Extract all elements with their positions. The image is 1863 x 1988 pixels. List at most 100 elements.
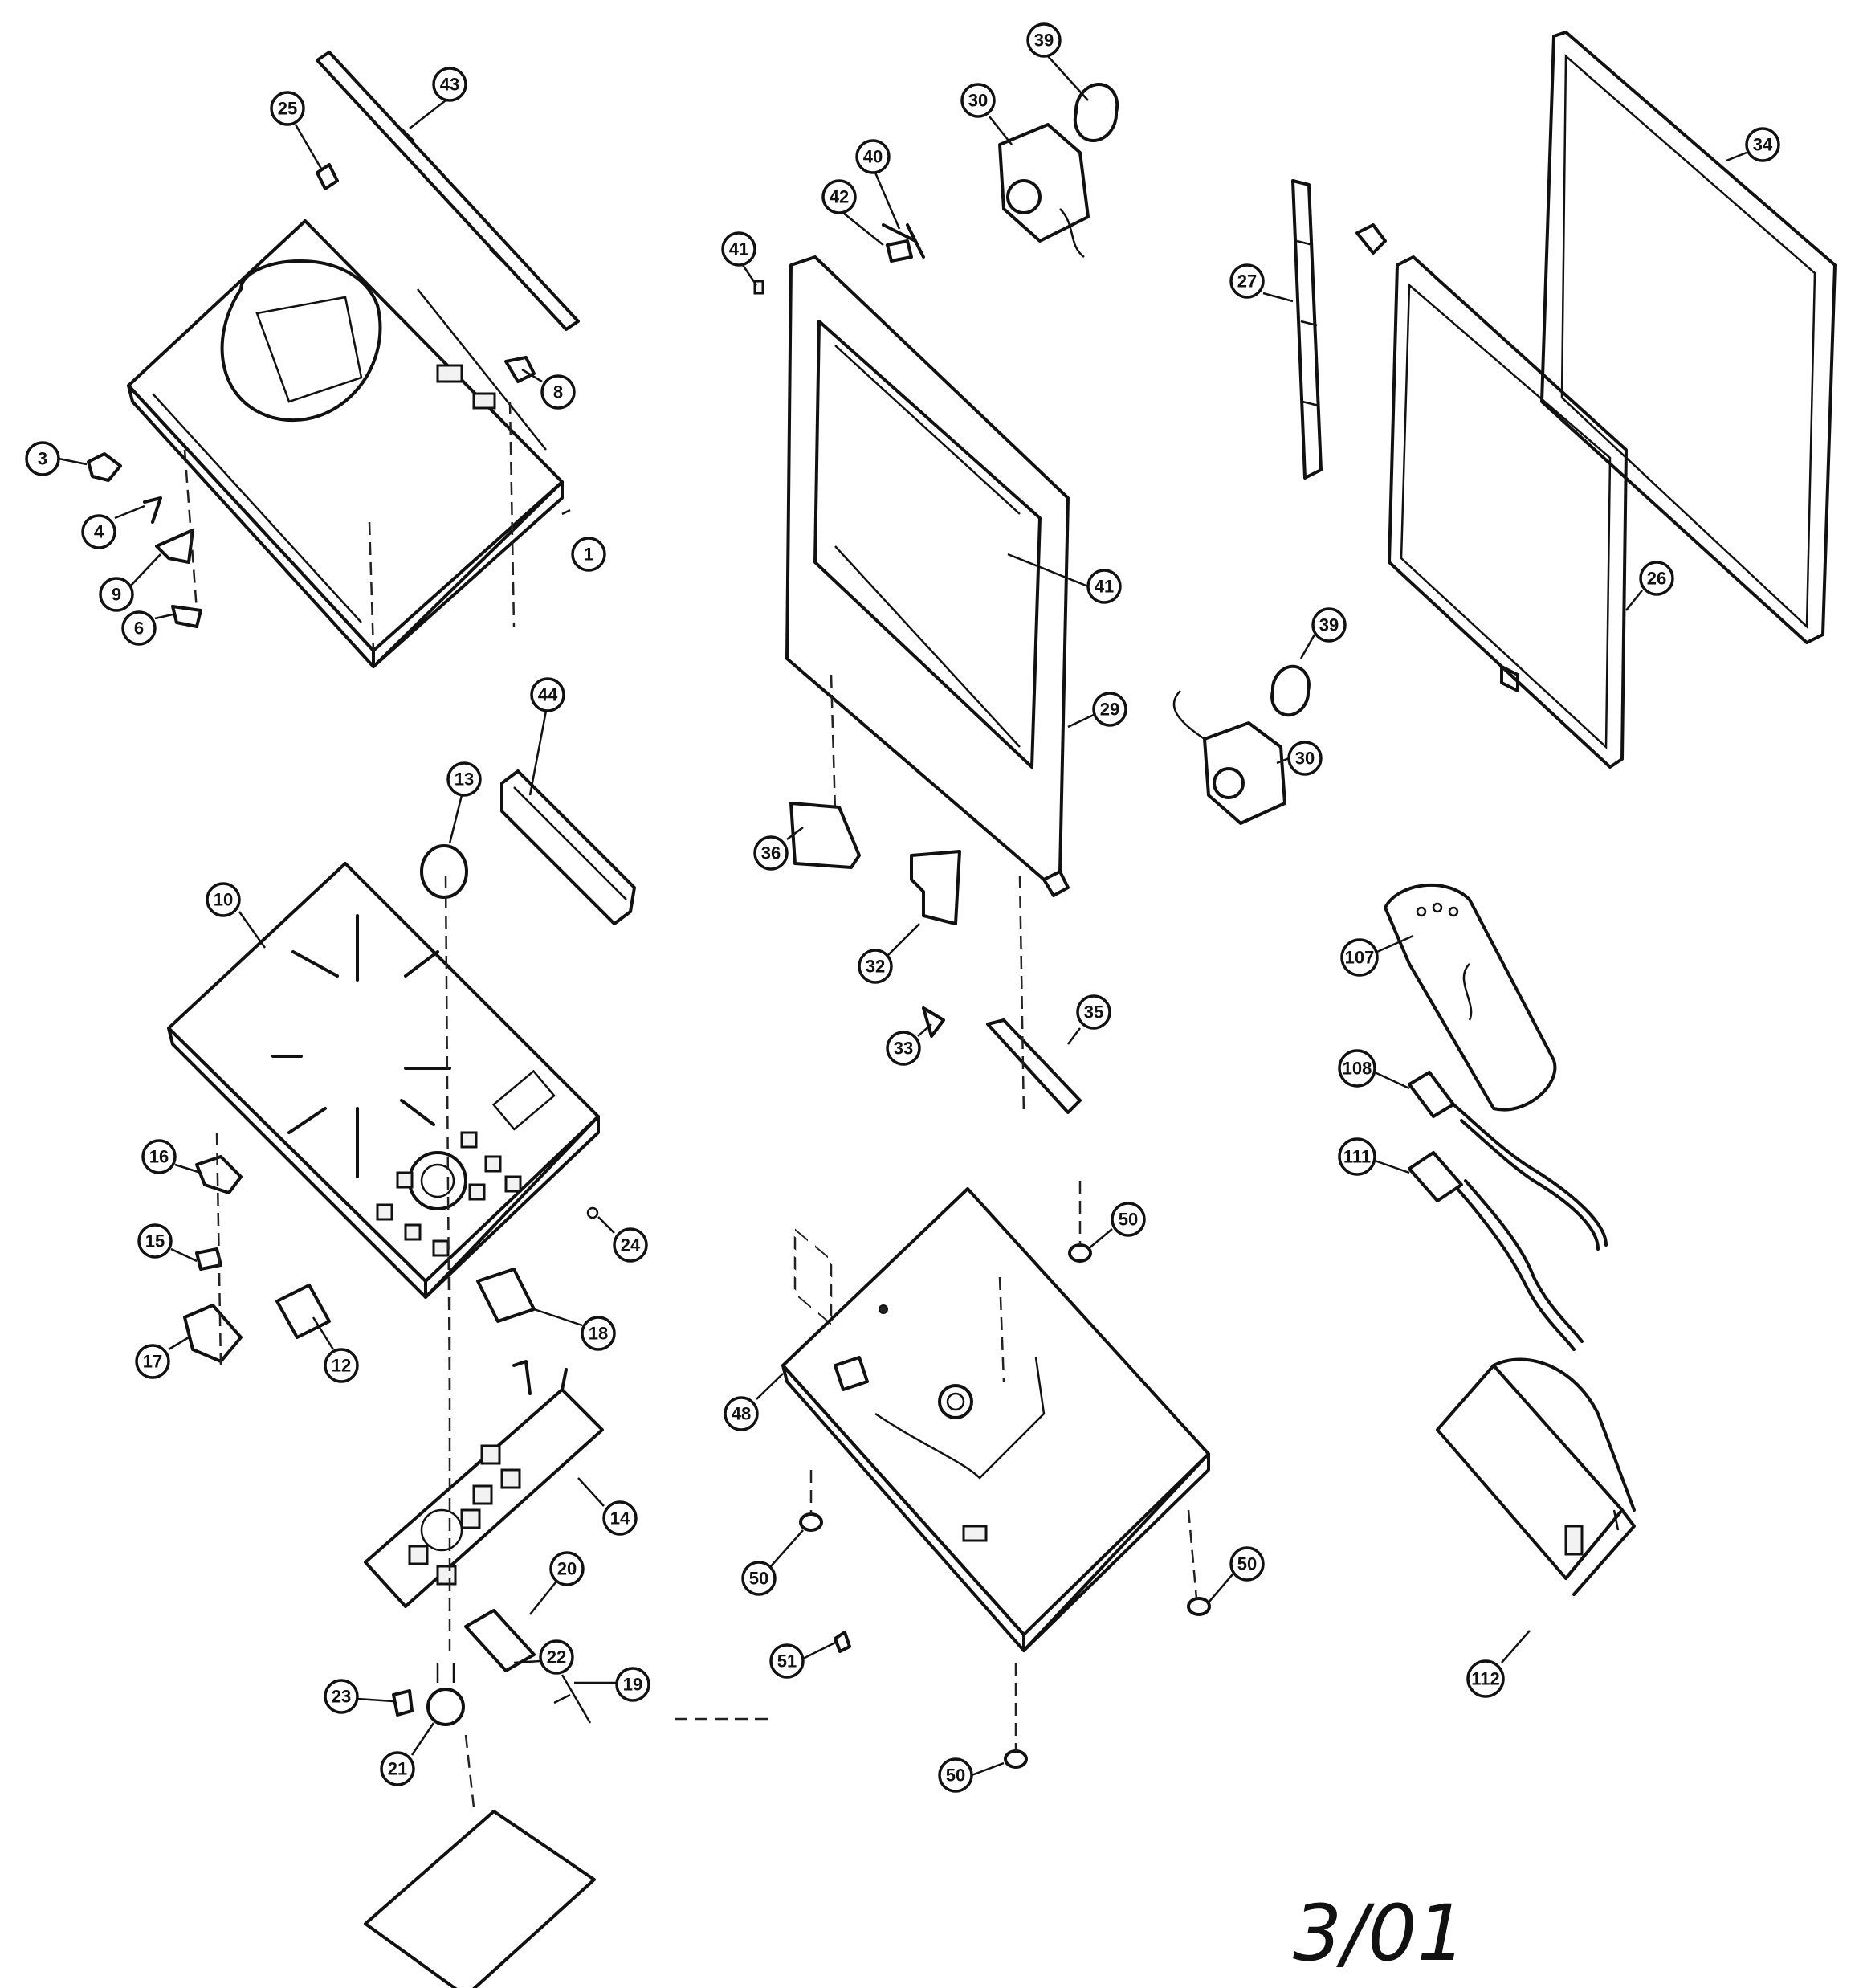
lcd-backplate-part — [1540, 31, 1837, 644]
svg-text:39: 39 — [1319, 615, 1339, 635]
callout-26: 26 — [1625, 561, 1674, 611]
svg-text:35: 35 — [1084, 1002, 1103, 1023]
callout-23: 23 — [324, 1679, 394, 1714]
callout-20: 20 — [529, 1551, 585, 1615]
main-board-part — [364, 1360, 604, 1608]
callout-16: 16 — [141, 1139, 202, 1174]
svg-text:13: 13 — [455, 769, 474, 790]
base-chassis-part — [127, 219, 564, 668]
svg-text:33: 33 — [894, 1039, 913, 1059]
callout-50a: 50 — [1087, 1202, 1146, 1250]
inverter-board-part — [1291, 179, 1387, 480]
top-rail-part — [316, 51, 580, 331]
callout-39a: 39 — [1026, 22, 1089, 101]
keypad-buttons — [376, 1131, 522, 1257]
callout-9: 9 — [99, 553, 161, 612]
callout-50d: 50 — [938, 1757, 1005, 1793]
callout-3: 3 — [25, 441, 88, 476]
callout-4: 4 — [81, 504, 145, 549]
callout-42: 42 — [821, 179, 884, 246]
av-cable-part — [1408, 1151, 1584, 1351]
callout-30b: 30 — [1276, 741, 1323, 776]
callout-24: 24 — [597, 1216, 648, 1263]
svg-text:16: 16 — [149, 1147, 169, 1167]
svg-text:51: 51 — [777, 1651, 797, 1672]
callout-1: 1 — [561, 508, 606, 572]
svg-text:29: 29 — [1100, 700, 1119, 720]
callout-41b: 41 — [1007, 553, 1122, 604]
svg-text:34: 34 — [1753, 135, 1773, 155]
speaker-part — [998, 82, 1119, 258]
callout-107: 107 — [1340, 934, 1414, 977]
svg-text:50: 50 — [749, 1569, 768, 1589]
ac-adapter-part — [1436, 1357, 1636, 1596]
svg-text:48: 48 — [732, 1404, 751, 1424]
callout-33: 33 — [886, 1023, 932, 1066]
callout-39b: 39 — [1299, 607, 1347, 659]
callout-17: 17 — [135, 1336, 190, 1379]
svg-text:4: 4 — [94, 522, 104, 542]
svg-text:22: 22 — [547, 1647, 566, 1668]
svg-text:19: 19 — [623, 1675, 642, 1695]
svg-text:41: 41 — [1095, 577, 1114, 597]
small-parts-middle — [753, 223, 1082, 1117]
small-parts-cover — [183, 769, 636, 1398]
svg-text:10: 10 — [214, 890, 233, 910]
svg-text:41: 41 — [729, 239, 748, 259]
bottom-case-part — [781, 1187, 1210, 1652]
callout-12: 12 — [312, 1316, 359, 1383]
callout-108: 108 — [1338, 1049, 1410, 1090]
callout-32: 32 — [858, 923, 920, 984]
callout-27: 27 — [1229, 263, 1294, 303]
callout-15: 15 — [137, 1223, 198, 1263]
svg-text:43: 43 — [440, 75, 459, 95]
svg-text:12: 12 — [332, 1356, 351, 1376]
svg-text:25: 25 — [278, 99, 297, 119]
callout-19: 19 — [574, 1667, 650, 1702]
callout-51: 51 — [769, 1641, 836, 1679]
svg-text:42: 42 — [830, 187, 849, 207]
svg-text:39: 39 — [1034, 31, 1054, 51]
rubber-feet — [799, 1181, 1211, 1769]
front-bezel-part — [785, 255, 1070, 1326]
svg-text:36: 36 — [761, 843, 781, 863]
svg-text:17: 17 — [143, 1352, 162, 1372]
svg-text:26: 26 — [1647, 569, 1666, 589]
callout-111: 111 — [1338, 1137, 1410, 1176]
speaker-part-lower — [1172, 664, 1311, 825]
callout-30a: 30 — [960, 83, 1013, 145]
svg-text:32: 32 — [866, 957, 885, 977]
svg-text:30: 30 — [968, 91, 988, 111]
svg-text:1: 1 — [584, 545, 593, 565]
svg-text:50: 50 — [1237, 1554, 1257, 1574]
callout-112: 112 — [1466, 1630, 1531, 1698]
callout-25: 25 — [270, 91, 323, 169]
callout-18: 18 — [533, 1308, 616, 1351]
svg-text:14: 14 — [610, 1508, 630, 1529]
svg-text:21: 21 — [388, 1759, 407, 1779]
callout-43: 43 — [409, 67, 467, 129]
small-parts-left — [87, 163, 536, 651]
svg-text:23: 23 — [332, 1687, 351, 1707]
svg-text:111: 111 — [1343, 1147, 1371, 1167]
callout-48: 48 — [724, 1373, 784, 1431]
callout-22: 22 — [513, 1639, 574, 1675]
svg-text:50: 50 — [946, 1766, 965, 1786]
callout-21: 21 — [380, 1722, 435, 1786]
svg-text:9: 9 — [112, 585, 121, 605]
svg-text:50: 50 — [1119, 1210, 1138, 1230]
callout-8: 8 — [521, 368, 576, 410]
callout-41a: 41 — [721, 231, 758, 286]
svg-text:3: 3 — [38, 449, 47, 469]
callout-14: 14 — [577, 1477, 638, 1536]
svg-text:27: 27 — [1237, 271, 1257, 292]
svg-text:40: 40 — [863, 147, 883, 167]
remote-control-part — [1384, 883, 1557, 1112]
lower-parts-left — [364, 1277, 771, 1988]
svg-text:112: 112 — [1471, 1669, 1500, 1689]
svg-text:18: 18 — [589, 1324, 608, 1344]
callout-6: 6 — [121, 610, 173, 646]
svg-text:107: 107 — [1345, 948, 1375, 968]
callout-10: 10 — [206, 882, 267, 949]
